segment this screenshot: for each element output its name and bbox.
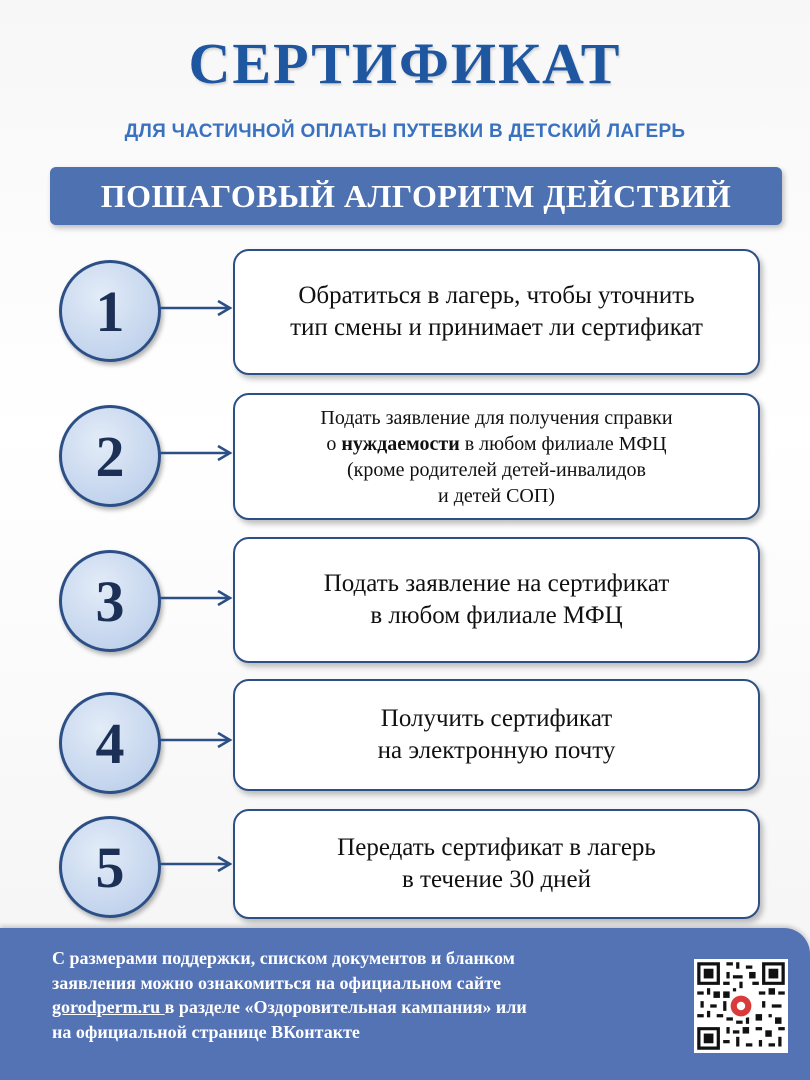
step-5-line1: Передать сертификат в лагерь bbox=[337, 834, 656, 861]
step-4-line2: на электронную почту bbox=[377, 737, 616, 764]
right-arrow-icon bbox=[160, 731, 233, 749]
page-title: СЕРТИФИКАТ bbox=[188, 31, 622, 96]
info-footer: С размерами поддержки, списком документо… bbox=[0, 928, 810, 1080]
section-banner: ПОШАГОВЫЙ АЛГОРИТМ ДЕЙСТВИЙ bbox=[50, 167, 782, 225]
footer-text: С размерами поддержки, списком документо… bbox=[52, 946, 672, 1044]
right-arrow-icon bbox=[160, 855, 233, 873]
step-2-line2: о нуждаемости в любом филиале МФЦ bbox=[326, 432, 667, 455]
step-3-line2: в любом филиале МФЦ bbox=[370, 602, 623, 629]
footer-line2: заявления можно ознакомиться на официаль… bbox=[52, 972, 502, 993]
step-2-line1: Подать заявление для получения справки bbox=[320, 406, 673, 429]
step-4-line1: Получить сертификат bbox=[380, 705, 613, 732]
right-arrow-icon bbox=[160, 589, 233, 607]
step-1-line2: тип смены и принимает ли сертификат bbox=[290, 314, 703, 341]
step-5-number: 5 bbox=[59, 816, 161, 918]
step-1-line1: Обратиться в лагерь, чтобы уточнить bbox=[298, 282, 695, 309]
step-4-number: 4 bbox=[59, 692, 161, 794]
step-2-line3: (кроме родителей детей-инвалидов bbox=[347, 458, 646, 481]
emphasis-needs: нуждаемости bbox=[341, 432, 460, 455]
footer-line4: на официальной странице ВКонтакте bbox=[52, 1021, 360, 1042]
qr-code-graphic bbox=[694, 959, 788, 1053]
step-1-number: 1 bbox=[59, 260, 161, 362]
step-4-box: Получить сертификат на электронную почту bbox=[233, 679, 760, 791]
qr-code-icon[interactable] bbox=[694, 959, 788, 1053]
right-arrow-icon bbox=[160, 444, 233, 462]
footer-line3: gorodperm.ru в разделе «Оздоровительная … bbox=[52, 997, 527, 1017]
website-link[interactable]: gorodperm.ru bbox=[52, 997, 165, 1017]
right-arrow-icon bbox=[160, 299, 233, 317]
step-2-number: 2 bbox=[59, 405, 161, 507]
footer-line1: С размерами поддержки, списком документо… bbox=[52, 948, 515, 968]
step-3-box: Подать заявление на сертификат в любом ф… bbox=[233, 537, 760, 663]
step-2-box: Подать заявление для получения справки о… bbox=[233, 393, 760, 520]
step-3-number: 3 bbox=[59, 550, 161, 652]
step-1-box: Обратиться в лагерь, чтобы уточнить тип … bbox=[233, 249, 760, 375]
step-2-line4: и детей СОП) bbox=[438, 484, 555, 507]
step-3-line1: Подать заявление на сертификат bbox=[323, 570, 670, 597]
step-5-box: Передать сертификат в лагерь в течение 3… bbox=[233, 809, 760, 919]
page-subtitle: ДЛЯ ЧАСТИЧНОЙ ОПЛАТЫ ПУТЕВКИ В ДЕТСКИЙ Л… bbox=[124, 121, 686, 142]
step-5-line2: в течение 30 дней bbox=[401, 866, 592, 893]
